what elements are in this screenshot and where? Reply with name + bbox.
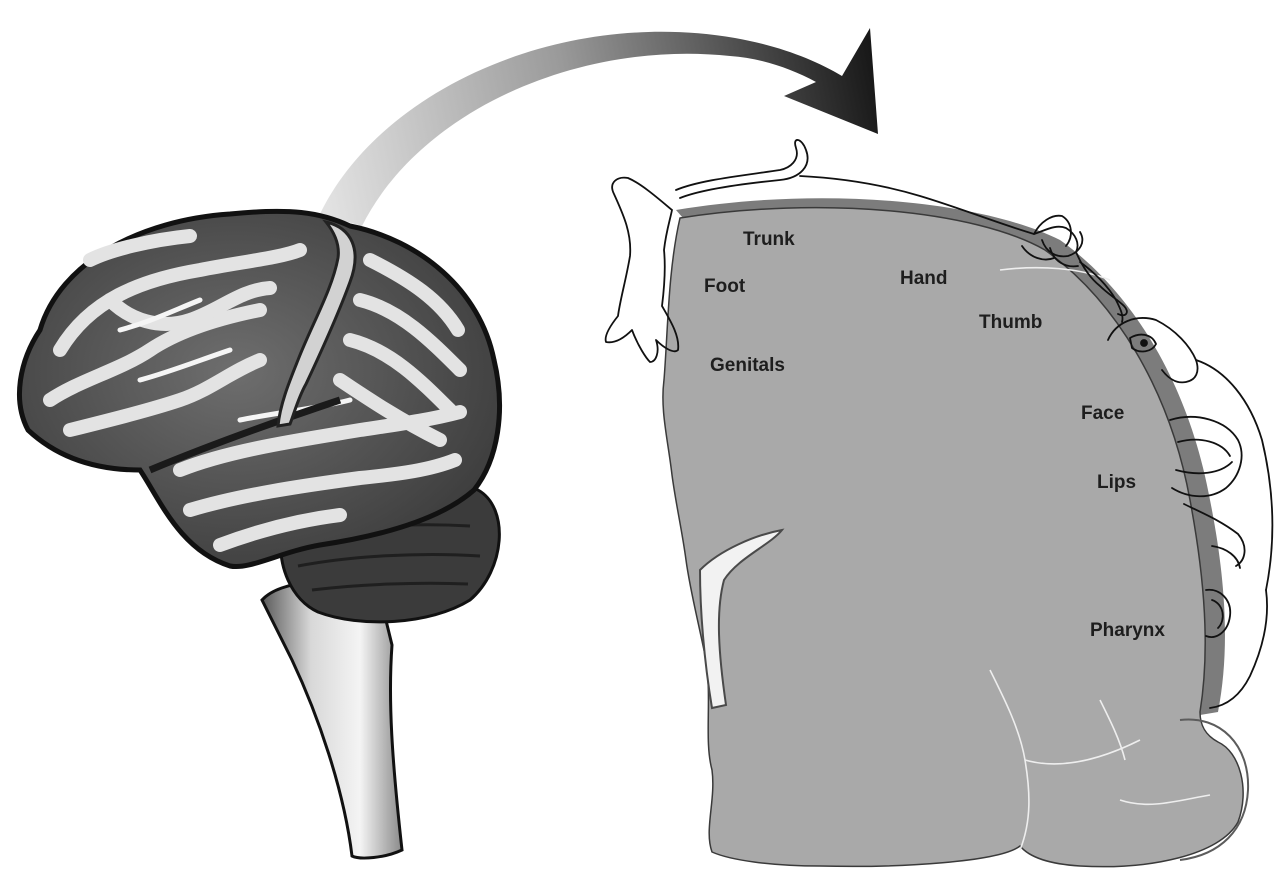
label-lips: Lips — [1097, 472, 1136, 493]
label-foot: Foot — [704, 276, 746, 297]
label-thumb: Thumb — [979, 312, 1042, 333]
label-trunk: Trunk — [743, 229, 795, 250]
label-pharynx: Pharynx — [1090, 620, 1165, 641]
cortex-section — [663, 208, 1243, 867]
label-genitals: Genitals — [710, 355, 785, 376]
label-hand: Hand — [900, 268, 948, 289]
brain-lateral-view-icon — [19, 211, 499, 858]
brainstem — [262, 582, 402, 858]
label-face: Face — [1081, 403, 1124, 424]
curved-arrow-icon — [320, 28, 878, 226]
coronal-section-icon — [663, 198, 1248, 866]
